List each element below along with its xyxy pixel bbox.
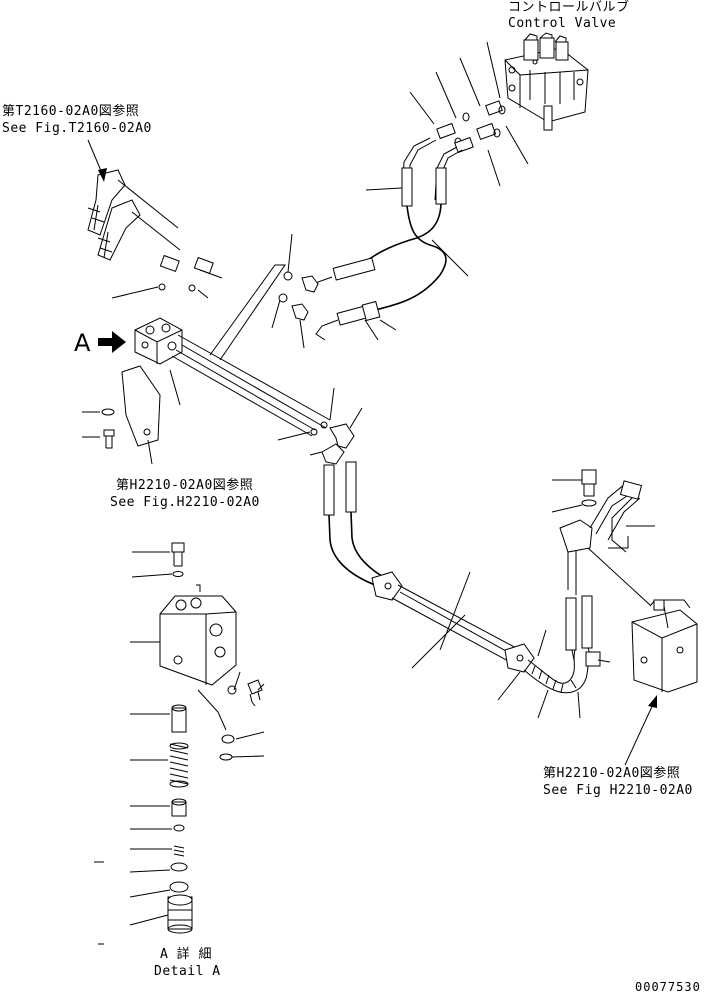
cv-fittings bbox=[436, 100, 506, 154]
detail-a-exploded bbox=[159, 542, 263, 934]
leader-lines bbox=[82, 41, 657, 945]
lower-hose-run bbox=[328, 511, 601, 694]
drawing-number: 00077530 bbox=[635, 980, 701, 994]
control-valve-label-jp: コントロールバルブ bbox=[508, 0, 630, 15]
control-valve bbox=[504, 32, 589, 131]
upper-left-elbows bbox=[87, 169, 214, 292]
detail-a-label-en: Detail A bbox=[154, 964, 221, 979]
ref-h2210-left-label-jp: 第H2210-02A0図参照 bbox=[116, 478, 254, 493]
valve-block-a bbox=[98, 264, 331, 449]
cv-hoses bbox=[278, 137, 463, 341]
ref-t2160-label-en: See Fig.T2160-02A0 bbox=[2, 121, 152, 136]
detail-a-label-jp: A 詳 細 bbox=[160, 947, 212, 962]
view-a-label: A bbox=[74, 329, 91, 357]
control-valve-label-en: Control Valve bbox=[508, 16, 617, 31]
right-bracket-assembly bbox=[559, 469, 698, 693]
middle-elbows bbox=[310, 421, 357, 516]
ref-h2210-right-label-en: See Fig H2210-02A0 bbox=[543, 783, 693, 798]
ref-h2210-right-label-jp: 第H2210-02A0図参照 bbox=[543, 766, 681, 781]
ref-h2210-left-label-en: See Fig.H2210-02A0 bbox=[110, 495, 260, 510]
ref-t2160-label-jp: 第T2160-02A0図参照 bbox=[2, 104, 140, 119]
